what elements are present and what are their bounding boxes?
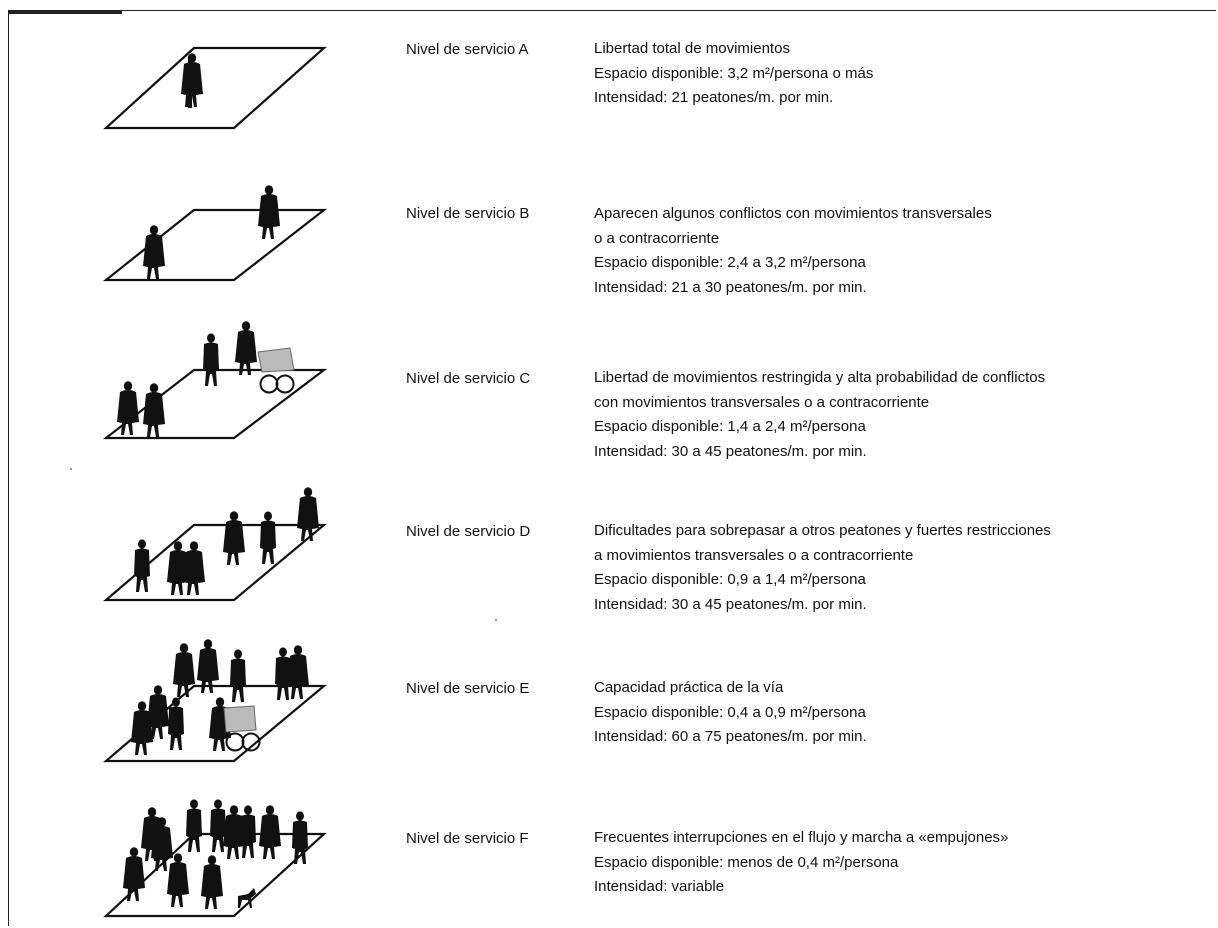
description-line: Intensidad: 60 a 75 peatones/m. por min. — [594, 728, 867, 745]
description-line: Espacio disponible: 1,4 a 2,4 m²/persona — [594, 418, 866, 435]
description-line: Intensidad: variable — [594, 878, 725, 895]
pedestrian-icon — [181, 53, 203, 108]
pedestrian-group-icon — [131, 639, 309, 755]
level-c-illustration — [102, 321, 328, 440]
description-line: Espacio disponible: 2,4 a 3,2 m²/persona — [594, 254, 866, 271]
description-line: Aparecen algunos conflictos con movimien… — [594, 205, 992, 222]
level-description: Dificultades para sobrepasar a otros pea… — [594, 519, 1051, 617]
pram-icon — [223, 705, 261, 752]
description-line: Intensidad: 30 a 45 peatones/m. por min. — [594, 442, 867, 460]
walkway-plane — [103, 523, 328, 602]
description-line: Intensidad: 21 a 30 peatones/m. por min. — [594, 278, 867, 296]
level-d-illustration — [103, 487, 328, 602]
walkway-plane — [102, 368, 328, 440]
description-line: Intensidad: 21 peatones/m. por min. — [594, 89, 834, 106]
description-line: Libertad total de movimientos — [594, 40, 790, 57]
description-line: a movimientos transversales o a contraco… — [594, 546, 914, 564]
description-line: con movimientos transversales o a contra… — [594, 393, 930, 411]
description-line: Capacidad práctica de la vía — [594, 679, 784, 696]
pedestrian-group-icon — [117, 321, 257, 437]
level-label: Nivel de servicio C — [406, 370, 531, 387]
level-label: Nivel de servicio D — [406, 523, 531, 540]
level-f-illustration — [103, 799, 327, 918]
description-line: Espacio disponible: 0,9 a 1,4 m²/persona — [594, 571, 866, 588]
scan-speck — [495, 619, 497, 621]
scan-speck — [70, 468, 72, 470]
description-line: Espacio disponible: menos de 0,4 m²/pers… — [594, 853, 899, 871]
level-a-illustration — [103, 46, 327, 130]
walkway-plane — [102, 208, 328, 282]
level-description: Capacidad práctica de la vía Espacio dis… — [594, 676, 867, 750]
frame-corner-mark — [9, 11, 122, 14]
level-description: Libertad de movimientos restringida y al… — [594, 366, 1045, 464]
description-line: Dificultades para sobrepasar a otros pea… — [594, 522, 1051, 539]
level-description: Aparecen algunos conflictos con movimien… — [594, 202, 992, 300]
description-line: Espacio disponible: 0,4 a 0,9 m²/persona — [594, 703, 866, 721]
walkway-plane — [103, 46, 327, 130]
pedestrian-group-icon — [143, 185, 280, 279]
level-e-illustration — [103, 639, 328, 763]
level-b-illustration — [102, 185, 328, 282]
level-description: Frecuentes interrupciones en el flujo y … — [594, 826, 1008, 900]
description-line: o a contracorriente — [594, 229, 720, 247]
pedestrian-group-icon — [134, 487, 319, 595]
pram-icon — [257, 347, 295, 394]
level-label: Nivel de servicio E — [406, 680, 530, 697]
description-line: Intensidad: 30 a 45 peatones/m. por min. — [594, 595, 867, 613]
description-line: Libertad de movimientos restringida y al… — [594, 369, 1046, 386]
description-line: Espacio disponible: 3,2 m²/persona o más — [594, 64, 874, 82]
level-description: Libertad total de movimientos Espacio di… — [594, 37, 873, 111]
description-line: Frecuentes interrupciones en el flujo y … — [594, 829, 1009, 846]
dog-icon — [238, 888, 256, 908]
level-label: Nivel de servicio B — [406, 205, 530, 222]
level-label: Nivel de servicio F — [406, 830, 529, 847]
level-label: Nivel de servicio A — [406, 41, 529, 58]
diagram-frame — [8, 10, 1216, 926]
pedestrian-group-icon — [123, 799, 308, 909]
